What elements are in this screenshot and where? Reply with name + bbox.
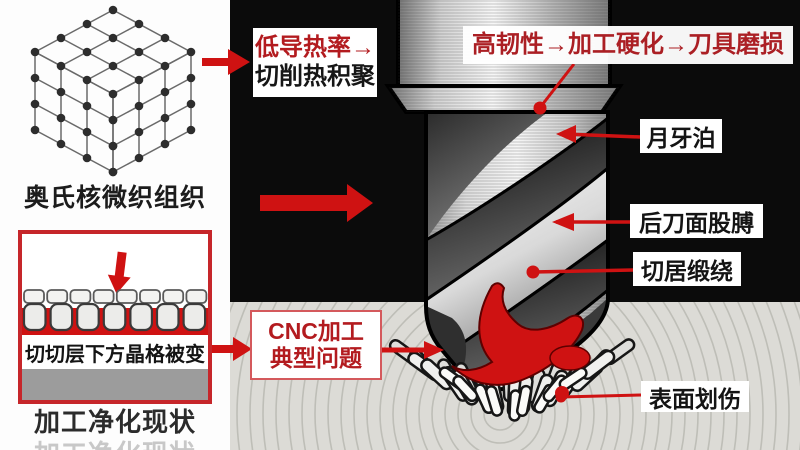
- hardening-label-ghost: 加工净化现状: [0, 434, 230, 450]
- drill-neck: [384, 84, 624, 114]
- drill-flute-top: [426, 112, 548, 240]
- left-pane: 奥氏核微织组织 切切层下方晶格被变 加工净化现状 加工净化现状: [0, 0, 230, 450]
- thermal-line2: 切削热积聚: [255, 62, 375, 90]
- grain-layer-graphic: [22, 251, 208, 335]
- thermal-callout: 低导热率→ 切削热积聚: [253, 28, 377, 97]
- surface-scratch-label: 表面划伤: [641, 381, 749, 412]
- cnc-line1: CNC加工: [268, 317, 364, 344]
- toughness-callout: 高韧性→加工硬化→刀具磨损: [463, 26, 793, 64]
- cnc-problem-callout: CNC加工 典型问题: [250, 310, 382, 380]
- substrate-block: [22, 369, 208, 400]
- lattice-label: 奥氏核微织组织: [23, 184, 206, 212]
- hardening-label: 加工净化现状: [33, 407, 196, 437]
- thermal-line1: 低导热率→: [255, 34, 375, 62]
- crater-wear-label: 月牙泊: [640, 119, 722, 153]
- distortion-caption: 切切层下方晶格被变: [22, 335, 208, 369]
- austenite-lattice-icon: [30, 5, 196, 177]
- flank-wear-label: 后刀面股膊: [630, 204, 763, 238]
- chip-wrap-label: 切居缎绕: [633, 252, 741, 286]
- cnc-line2: 典型问题: [270, 345, 362, 371]
- hardened-layer-diagram: 切切层下方晶格被变: [18, 230, 212, 404]
- red-chip: [451, 282, 591, 400]
